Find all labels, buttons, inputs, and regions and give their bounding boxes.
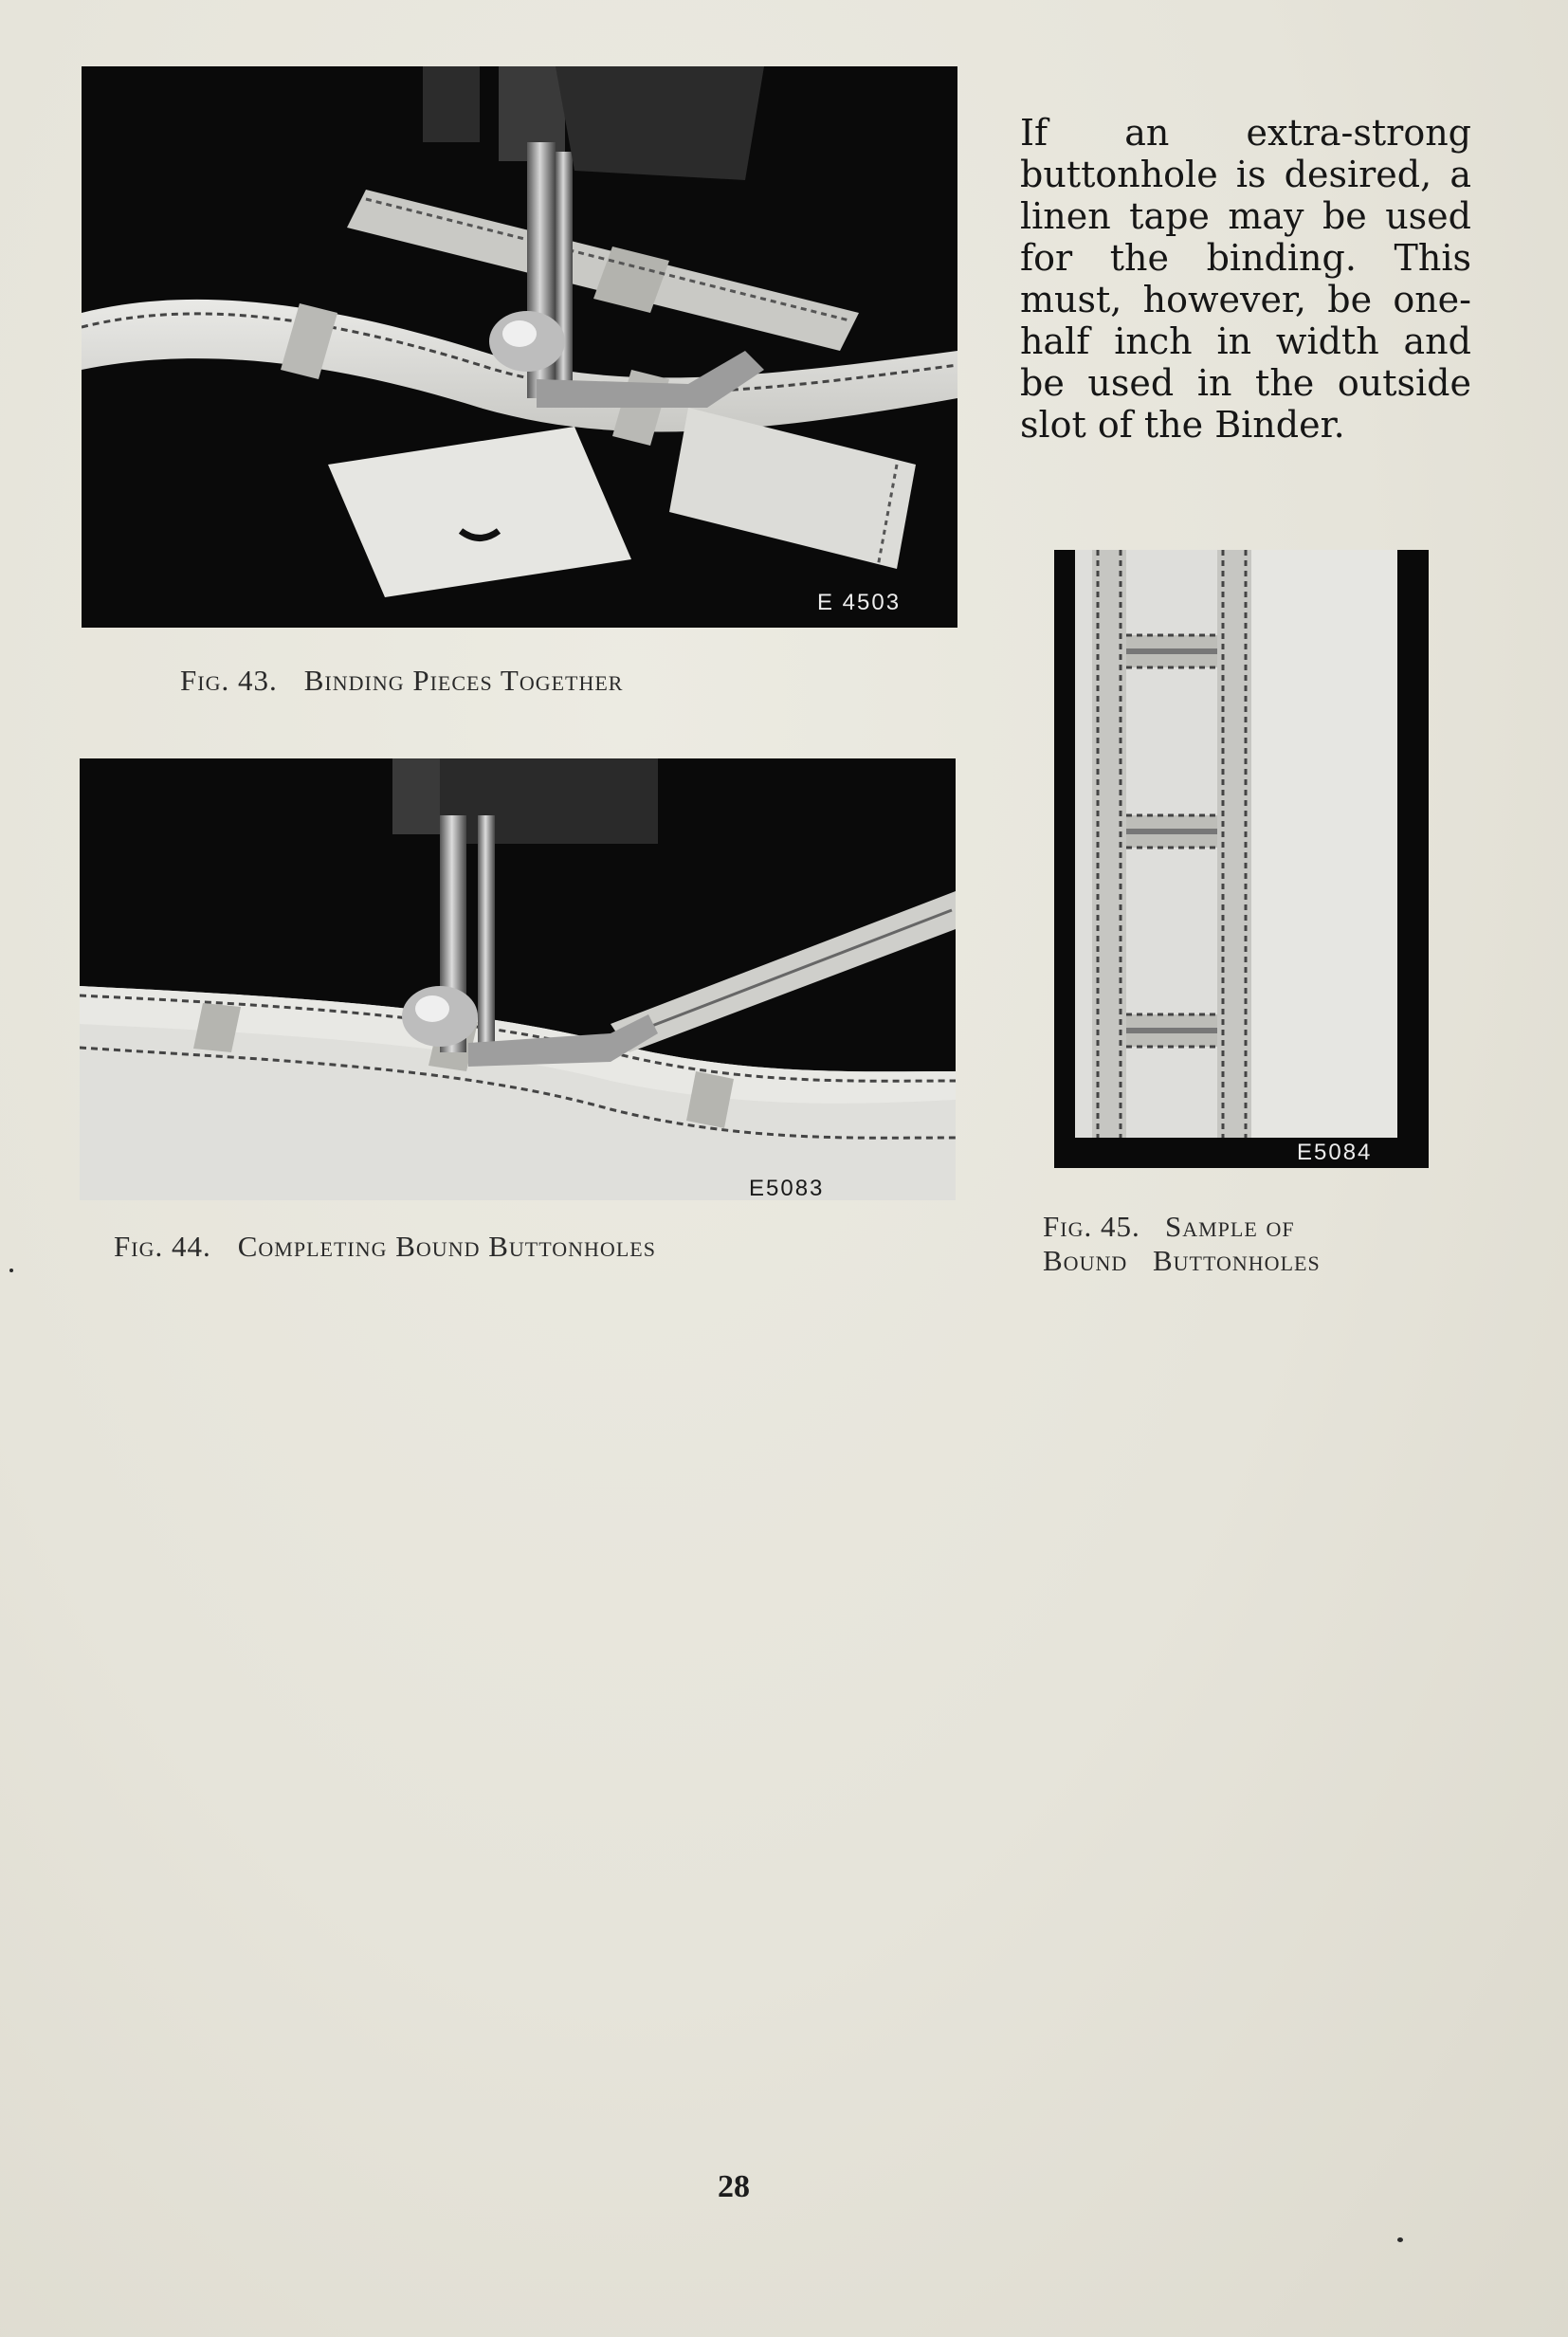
figure-45-caption-line1: Fig. 45. Sample of: [1043, 1210, 1295, 1243]
figure-45-plate-code: E5084: [1297, 1140, 1373, 1165]
buttonhole-sample-illustration: [1054, 550, 1429, 1168]
page-speck: [1397, 2237, 1403, 2242]
figure-43-photo: E 4503: [82, 66, 957, 628]
figure-43-caption: Fig. 43. Binding Pieces Together: [180, 664, 623, 698]
figure-43-number: Fig. 43.: [180, 664, 278, 697]
figure-44-plate-code: E5083: [749, 1176, 825, 1200]
figure-45-caption-line2: Bound Buttonholes: [1043, 1244, 1321, 1277]
binding-pieces-illustration: [82, 66, 957, 628]
figure-44-photo: E5083: [80, 758, 956, 1200]
figure-43-plate-code: E 4503: [817, 590, 902, 615]
page-speck: [9, 1269, 13, 1272]
figure-44-number: Fig. 44.: [114, 1230, 211, 1263]
figure-45-caption: Fig. 45. Sample of Bound Buttonholes: [1043, 1210, 1441, 1278]
figure-45-photo: E5084: [1054, 550, 1429, 1168]
page-number: 28: [718, 2169, 750, 2204]
figure-44-caption: Fig. 44. Completing Bound Buttonholes: [114, 1230, 656, 1264]
bound-buttonholes-sewing-illustration: [80, 758, 956, 1200]
figure-44-title: Completing Bound Buttonholes: [237, 1230, 656, 1263]
figure-43-title: Binding Pieces Together: [303, 664, 624, 697]
body-paragraph: If an extra-strong buttonhole is desired…: [1020, 112, 1471, 446]
